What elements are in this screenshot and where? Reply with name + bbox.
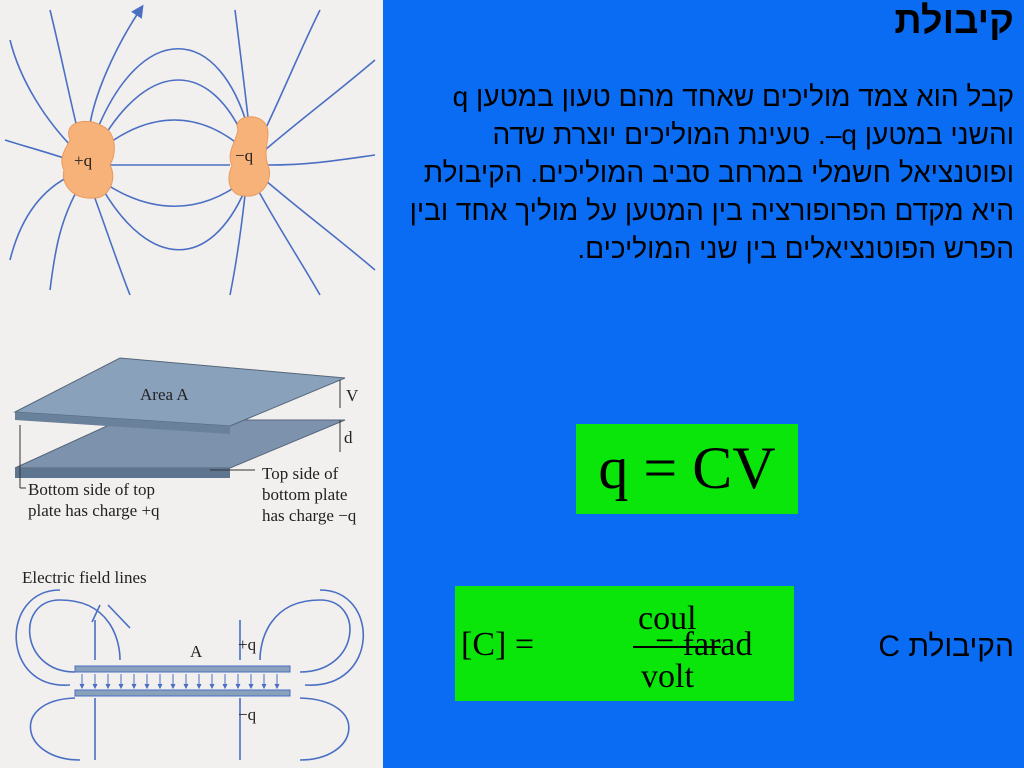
top-side-label: Top side of bottom plate has charge −q (262, 464, 357, 525)
textbook-figures-panel: +q −q Area A V d Top side of bottom plat… (0, 0, 383, 768)
field-area-label: A (190, 642, 203, 661)
field-lines-title: Electric field lines (22, 568, 147, 587)
capacitance-label: הקיבולת C (878, 630, 1014, 663)
field-plus-label: +q (238, 635, 257, 654)
area-label: Area A (140, 385, 189, 404)
capacitor-field-figure (15, 589, 364, 761)
charge-formula-box: q = CV (576, 424, 798, 514)
bottom-plate (74, 689, 291, 697)
negative-charge-blob (228, 116, 270, 197)
unit-formula-numerator: coul (638, 600, 697, 637)
bottom-side-label: Bottom side of top plate has charge +q (28, 480, 160, 520)
slide-paragraph: קבל הוא צמד מוליכים שאחד מהם טעון במטען … (409, 81, 1014, 264)
slide-content: קיבולת קבל הוא צמד מוליכים שאחד מהם טעון… (383, 0, 1024, 768)
fraction-bar (633, 646, 721, 648)
unit-formula-rhs: = farad (655, 626, 753, 663)
top-plate (74, 665, 291, 673)
unit-formula-lhs: [C] = (461, 626, 534, 663)
dipole-plus-label: +q (74, 151, 93, 170)
voltage-label: V (346, 386, 359, 405)
unit-formula-box: [C] = coul volt = farad (455, 586, 794, 701)
field-minus-label: −q (238, 705, 257, 724)
figures-svg (4, 4, 376, 761)
unit-formula-denominator: volt (641, 658, 694, 695)
field-arrows (79, 674, 280, 690)
distance-label: d (344, 428, 353, 447)
parallel-plates-figure (13, 357, 346, 489)
positive-charge-blob (61, 120, 115, 199)
dipole-minus-label: −q (235, 146, 254, 165)
slide-title: קיבולת (894, 0, 1014, 42)
dipole-field-figure (4, 4, 376, 296)
charge-formula: q = CV (598, 435, 776, 501)
